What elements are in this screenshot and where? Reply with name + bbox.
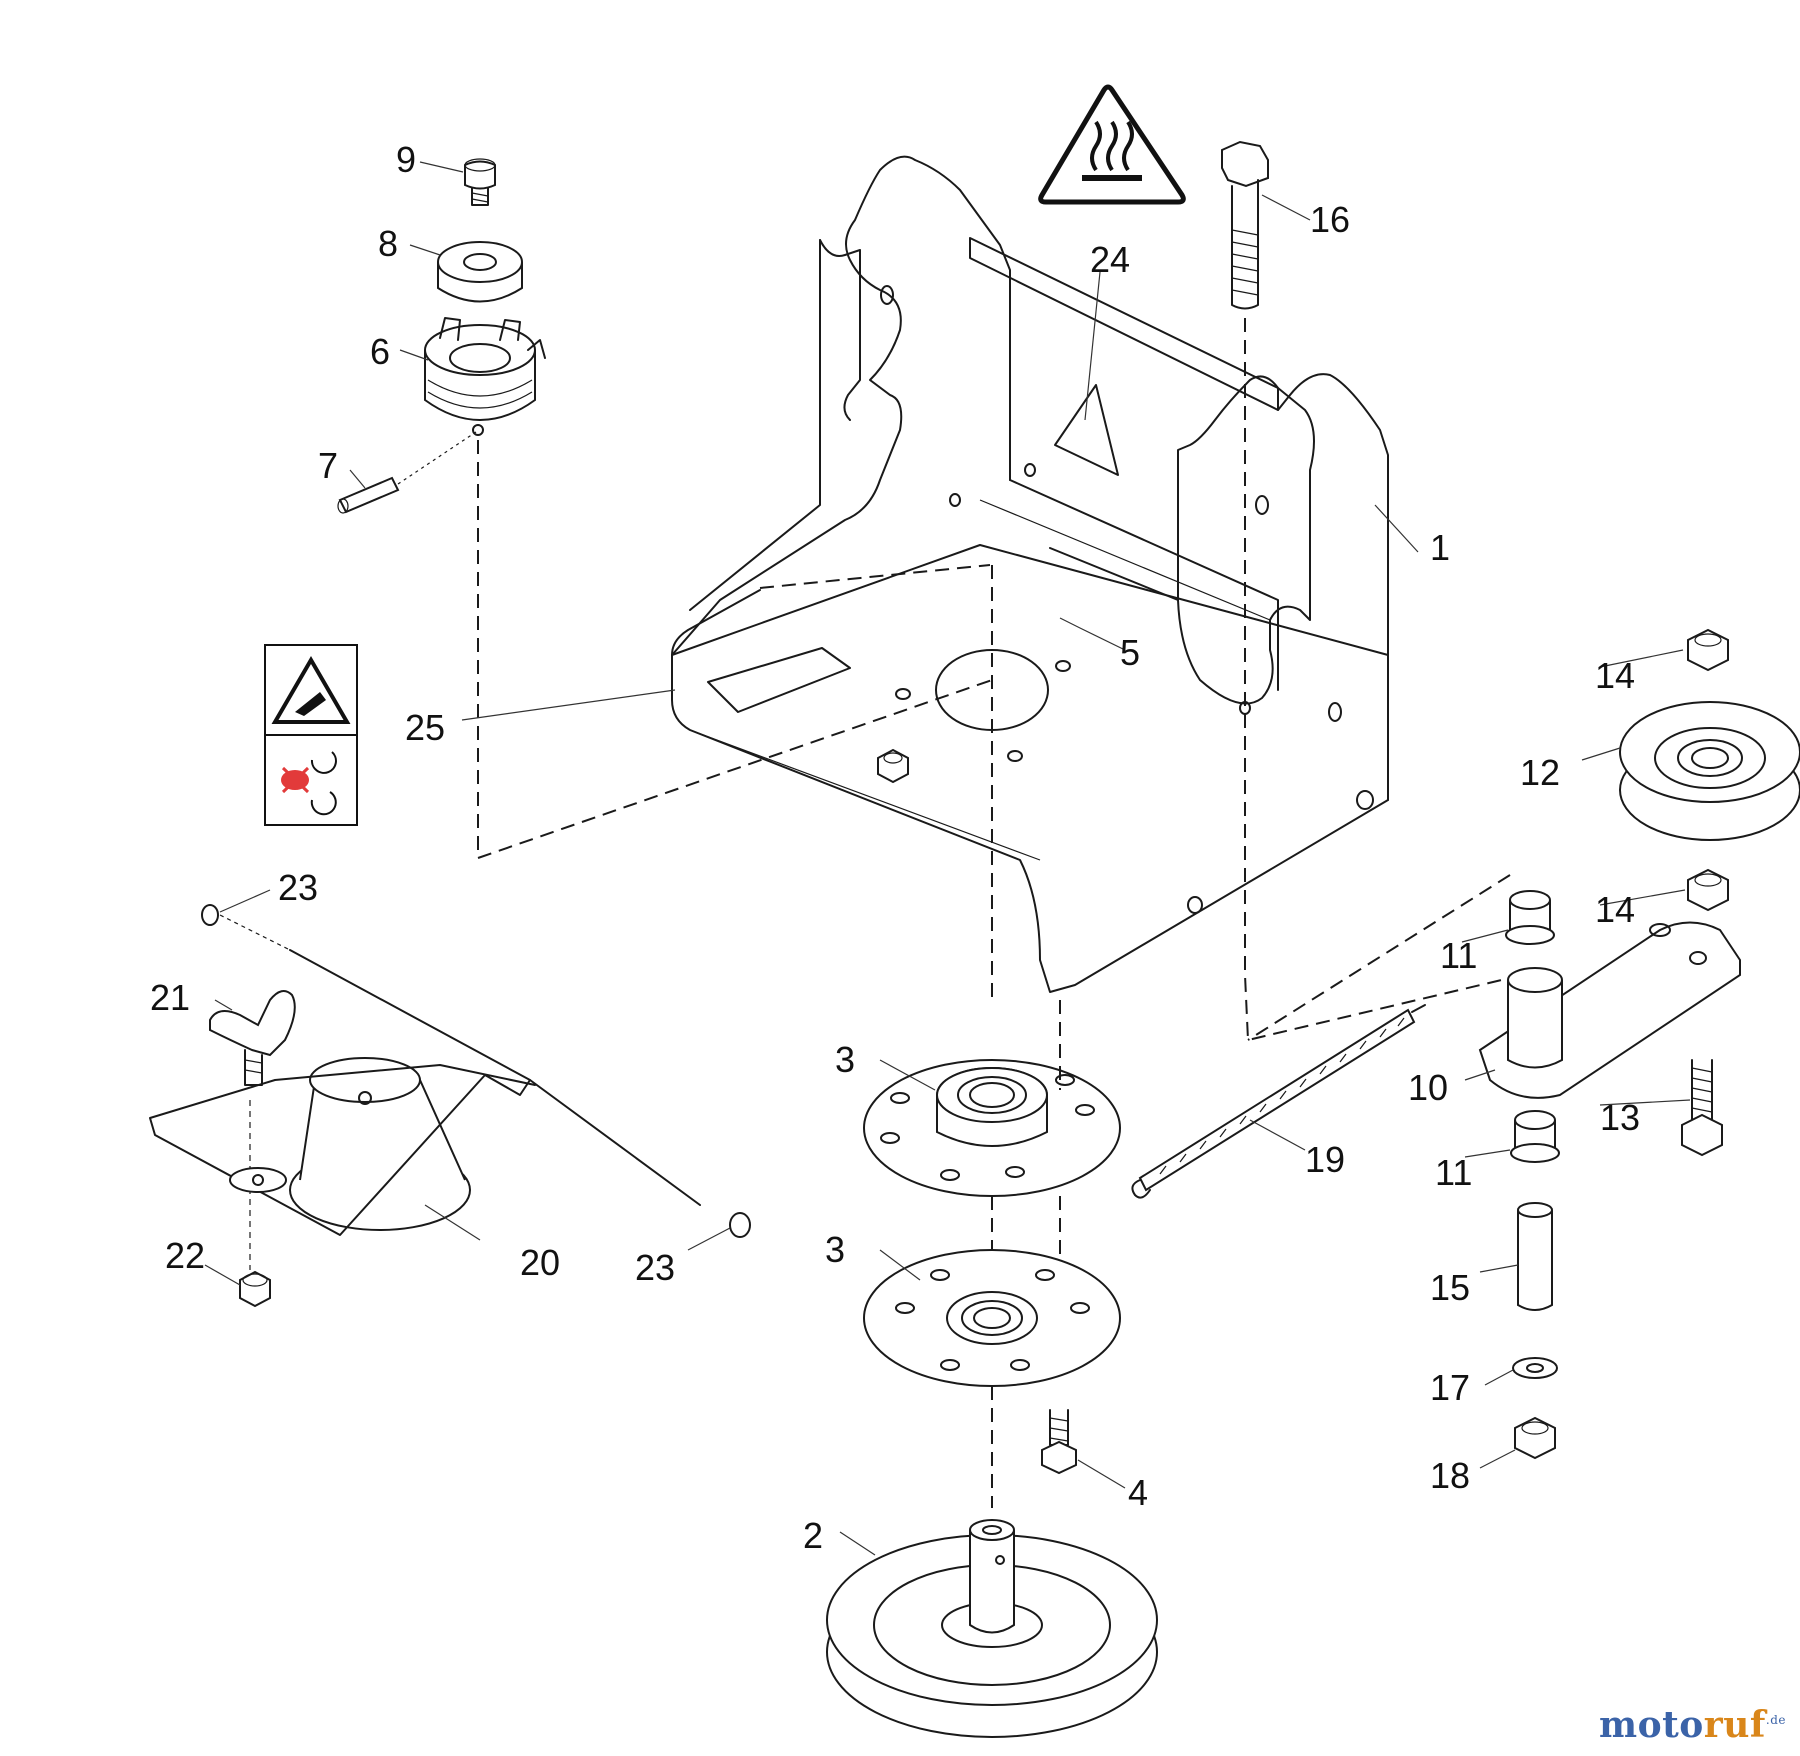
part-11-spacer-bottom <box>1510 1110 1560 1163</box>
callout-16: 16 <box>1310 199 1350 240</box>
callout-4: 4 <box>1128 1472 1148 1513</box>
part-16-bolt <box>1221 140 1269 310</box>
part-11-spacer-top <box>1505 890 1555 945</box>
part-14-nut-top <box>1687 628 1729 672</box>
watermark-part1: moto <box>1599 1704 1704 1746</box>
part-6-bushing <box>424 317 546 436</box>
callout-7: 7 <box>318 445 338 486</box>
part-3-bearing-flange-upper <box>863 1059 1121 1197</box>
part-2-pulley <box>826 1519 1158 1738</box>
watermark-logo: motoruf.de <box>1599 1704 1786 1746</box>
callout-23-bottom: 23 <box>635 1247 675 1288</box>
watermark-part2: ruf <box>1703 1704 1766 1746</box>
part-24-hot-surface-decal <box>1038 84 1186 205</box>
part-23-washer-a <box>201 904 219 926</box>
callout-3-lower: 3 <box>825 1229 845 1270</box>
part-19-spring <box>1131 1004 1426 1199</box>
callout-11-top: 11 <box>1440 935 1477 976</box>
part-8-washer <box>437 241 523 303</box>
callout-18: 18 <box>1430 1455 1470 1496</box>
part-9-screw <box>464 158 496 206</box>
part-14-nut-bottom <box>1687 868 1729 912</box>
part-15-sleeve <box>1517 1202 1553 1311</box>
warning-triangle-icon <box>1054 384 1119 476</box>
watermark-suffix: .de <box>1765 1713 1786 1727</box>
callout-3-upper: 3 <box>835 1039 855 1080</box>
callout-8: 8 <box>378 223 398 264</box>
part-12-idler-pulley <box>1619 701 1800 841</box>
part-7-pin <box>337 476 400 514</box>
callout-1: 1 <box>1430 527 1450 568</box>
callout-13: 13 <box>1600 1097 1640 1138</box>
part-23-washer-b <box>729 1212 751 1238</box>
leader-lines <box>204 161 1691 1556</box>
part-13-bolt <box>1681 1059 1723 1157</box>
callout-25: 25 <box>405 707 445 748</box>
callout-10: 10 <box>1408 1067 1448 1108</box>
part-4-bolt <box>1041 1409 1077 1475</box>
part-3-bearing-flange-lower <box>863 1249 1121 1387</box>
callout-21: 21 <box>150 977 190 1018</box>
callout-labels: 9 8 6 7 24 16 1 5 25 14 12 14 11 10 13 1… <box>150 139 1640 1556</box>
callout-23-top: 23 <box>278 867 318 908</box>
callout-14-bottom: 14 <box>1595 889 1635 930</box>
callout-11-bottom: 11 <box>1435 1152 1472 1193</box>
wire-bracket <box>149 949 701 1236</box>
part-20-rubber-mount <box>289 1057 471 1231</box>
callout-24: 24 <box>1090 239 1130 280</box>
part-10-idler-arm <box>1478 921 1741 1099</box>
part-18-nut <box>1514 1416 1556 1460</box>
callout-14-top: 14 <box>1595 655 1635 696</box>
part-25-decal <box>264 644 358 826</box>
crush-hazard-icon <box>271 656 351 724</box>
part-17-washer <box>1512 1357 1558 1379</box>
callout-17: 17 <box>1430 1367 1470 1408</box>
part-21-wing-nut <box>209 990 296 1086</box>
callout-5: 5 <box>1120 632 1140 673</box>
part-22-nut <box>239 1270 271 1308</box>
rotating-parts-icon <box>281 751 337 816</box>
callout-6: 6 <box>370 331 390 372</box>
callout-15: 15 <box>1430 1267 1470 1308</box>
callout-2: 2 <box>803 1515 823 1556</box>
callout-12: 12 <box>1520 752 1560 793</box>
callout-19: 19 <box>1305 1139 1345 1180</box>
callout-22: 22 <box>165 1235 205 1276</box>
callout-9: 9 <box>396 139 416 180</box>
callout-20: 20 <box>520 1242 560 1283</box>
part-1-bracket <box>671 155 1389 993</box>
